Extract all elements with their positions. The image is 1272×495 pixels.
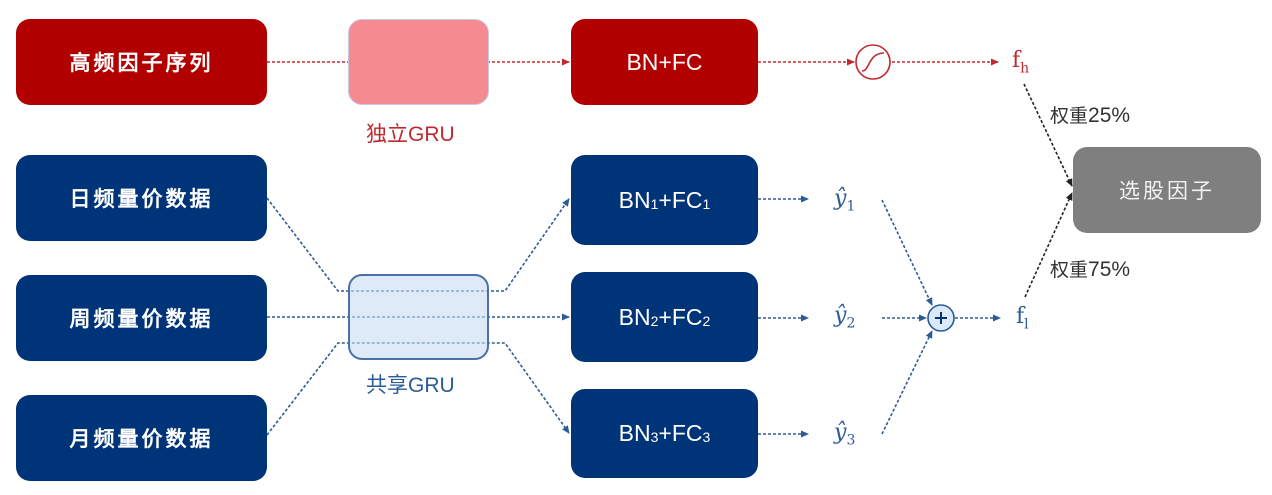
shared-gru-box: [348, 274, 489, 360]
bn1-fc1-label: BN1+FC1: [619, 187, 711, 214]
weight-75-value: 75%: [1088, 258, 1131, 281]
bn3-fc3-label: BN3+FC3: [619, 420, 711, 447]
high-freq-factor-sequence-label: 高频因子序列: [69, 50, 214, 75]
fl-output-label: fl: [1016, 304, 1029, 332]
stock-selection-factor-box: 选股因子: [1073, 147, 1261, 233]
fc3-sub: 3: [702, 429, 711, 445]
fh-output-label: fh: [1012, 48, 1029, 76]
bn2-fc2-label: BN2+FC2: [619, 304, 711, 331]
weekly-price-volume-label: 周频量价数据: [69, 306, 214, 331]
independent-gru-box: [348, 19, 489, 105]
bn3-text: BN: [618, 420, 651, 446]
bn1-fc1-box: BN1+FC1: [571, 155, 758, 245]
weekly-price-volume-box: 周频量价数据: [16, 275, 267, 361]
independent-gru-label: 独立GRU: [366, 118, 455, 148]
plus-circle-icon: [927, 304, 955, 332]
bn3-fc3-box: BN3+FC3: [571, 389, 758, 478]
plus3: +: [658, 420, 672, 446]
sigmoid-icon: [855, 44, 891, 80]
fl-subscript: l: [1024, 316, 1029, 333]
stock-selection-factor-label: 选股因子: [1119, 179, 1215, 203]
shared-gru-label: 共享GRU: [366, 369, 455, 399]
wire-pred3-to-sum: [881, 330, 933, 435]
monthly-price-volume-label: 月频量价数据: [69, 426, 214, 451]
fc1-sub: 1: [702, 195, 711, 212]
weight-25-label: 权重25%: [1050, 101, 1130, 128]
bn2-fc2-box: BN2+FC2: [571, 272, 758, 362]
fc3-text: FC: [671, 420, 703, 446]
weight-25-value: 25%: [1088, 104, 1131, 127]
hf-bn-fc-label: BN+FC: [626, 48, 703, 75]
fc2-sub: 2: [702, 312, 711, 329]
wire-fl-to-factor: [1024, 192, 1073, 298]
independent-gru-text: 独立GRU: [366, 123, 455, 146]
hf-bn-fc-box: BN+FC: [571, 19, 758, 105]
pred2-symbol: ŷ: [834, 303, 847, 328]
pred1-symbol: ŷ: [834, 186, 847, 211]
monthly-price-volume-box: 月频量价数据: [16, 395, 267, 481]
prediction-y3: ŷ3: [834, 420, 855, 448]
plus2: +: [658, 303, 672, 330]
bn2-text: BN: [618, 303, 651, 330]
plus1: +: [658, 186, 672, 213]
weight-25-text: 权重: [1050, 105, 1089, 127]
daily-price-volume-box: 日频量价数据: [16, 155, 267, 241]
high-freq-factor-sequence-box: 高频因子序列: [16, 19, 267, 105]
weight-75-text: 权重: [1050, 259, 1089, 281]
bn2-sub: 2: [650, 312, 659, 329]
pred1-sub: 1: [846, 198, 856, 215]
fl-symbol: f: [1016, 304, 1025, 329]
pred2-sub: 2: [846, 315, 856, 332]
fc1-text: FC: [671, 186, 703, 213]
prediction-y2: ŷ2: [834, 303, 855, 331]
bn3-sub: 3: [650, 429, 659, 445]
shared-gru-text: 共享GRU: [366, 374, 455, 397]
pred3-symbol: ŷ: [834, 420, 847, 445]
daily-price-volume-label: 日频量价数据: [69, 186, 214, 211]
pred3-sub: 3: [846, 432, 856, 449]
bn1-sub: 1: [650, 195, 659, 212]
fh-subscript: h: [1020, 60, 1030, 77]
fc2-text: FC: [671, 303, 703, 330]
bn1-text: BN: [618, 186, 651, 213]
wire-pred1-to-sum: [881, 199, 933, 306]
wire-fh-to-factor: [1023, 83, 1073, 187]
prediction-y1: ŷ1: [834, 186, 855, 214]
weight-75-label: 权重75%: [1050, 255, 1130, 282]
fh-symbol: f: [1012, 48, 1021, 73]
